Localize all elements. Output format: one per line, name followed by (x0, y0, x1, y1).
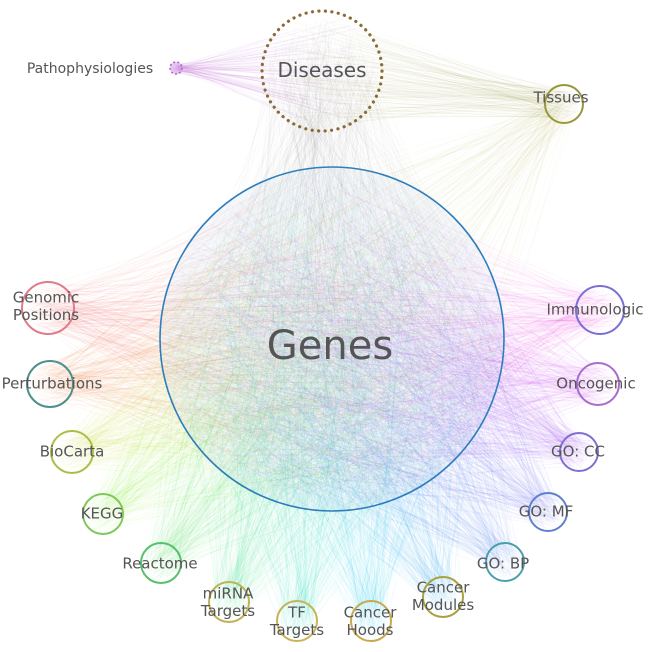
edge-bundle-cancer-modules--genes (171, 178, 501, 615)
node-pathophysiologies[interactable] (169, 61, 183, 75)
label-go-mf: GO: MF (519, 502, 574, 520)
label-oncogenic: Oncogenic (556, 374, 635, 392)
node-tissues[interactable] (544, 84, 584, 124)
label-genes: Genes (267, 323, 393, 369)
node-go-mf[interactable] (528, 492, 568, 532)
edge-bundle-diseases--genes (165, 17, 497, 502)
label-diseases: Diseases (277, 58, 366, 82)
edge-bundle-go-mf--genes (176, 184, 565, 530)
node-immunologic[interactable] (575, 285, 625, 335)
node-cancer-hoods[interactable] (350, 600, 392, 642)
node-tf-targets[interactable] (276, 600, 318, 642)
node-diseases[interactable] (260, 9, 384, 133)
edge-bundle-cancer-hoods--genes (166, 190, 501, 639)
label-pathophysiologies: Pathophysiologies (27, 61, 153, 77)
node-layer (21, 9, 625, 642)
edge-bundle-pathophysiologies--diseases (171, 19, 379, 122)
label-go-bp: GO: BP (477, 554, 529, 572)
node-go-cc[interactable] (559, 432, 599, 472)
node-mirna-targets[interactable] (208, 581, 250, 623)
label-reactome: Reactome (122, 554, 197, 572)
edge-bundle-kegg--genes (85, 178, 486, 532)
edge-bundle-genomic-positions--genes (25, 171, 484, 494)
node-biocarta[interactable] (50, 430, 94, 474)
label-biocarta: BioCarta (40, 442, 105, 460)
node-genes[interactable] (159, 166, 505, 512)
label-tissues: Tissues (532, 88, 588, 106)
edge-bundle-mirna-targets--genes (168, 176, 477, 620)
edge-bundle-tf-targets--genes (180, 175, 499, 639)
edge-bundle-perturbations--genes (30, 184, 485, 502)
label-layer: Genes Diseases PathophysiologiesTissuesGen… (2, 58, 644, 639)
edge-bundle-reactome--genes (143, 178, 499, 581)
edge-bundle-oncogenic--genes (169, 176, 617, 505)
edge-bundle-tissues--diseases (265, 16, 580, 130)
node-cancer-modules[interactable] (422, 576, 464, 618)
node-oncogenic[interactable] (576, 362, 620, 406)
node-reactome[interactable] (140, 542, 182, 584)
label-go-cc: GO: CC (551, 442, 605, 460)
node-genomic-positions[interactable] (21, 281, 75, 335)
label-kegg: KEGG (81, 504, 124, 522)
edge-bundle-immunologic--genes (168, 174, 621, 503)
node-perturbations[interactable] (26, 360, 74, 408)
label-immunologic: Immunologic (546, 300, 643, 318)
edge-bundle-biocarta--genes (53, 182, 496, 492)
node-kegg[interactable] (82, 493, 124, 535)
label-perturbations: Perturbations (2, 374, 103, 392)
edge-bundle-go-cc--genes (191, 176, 596, 499)
edge-bundle-tissues--genes (171, 89, 579, 503)
edge-bundle-go-bp--genes (168, 176, 521, 579)
node-go-bp[interactable] (485, 542, 525, 582)
edge-layer (25, 16, 621, 639)
